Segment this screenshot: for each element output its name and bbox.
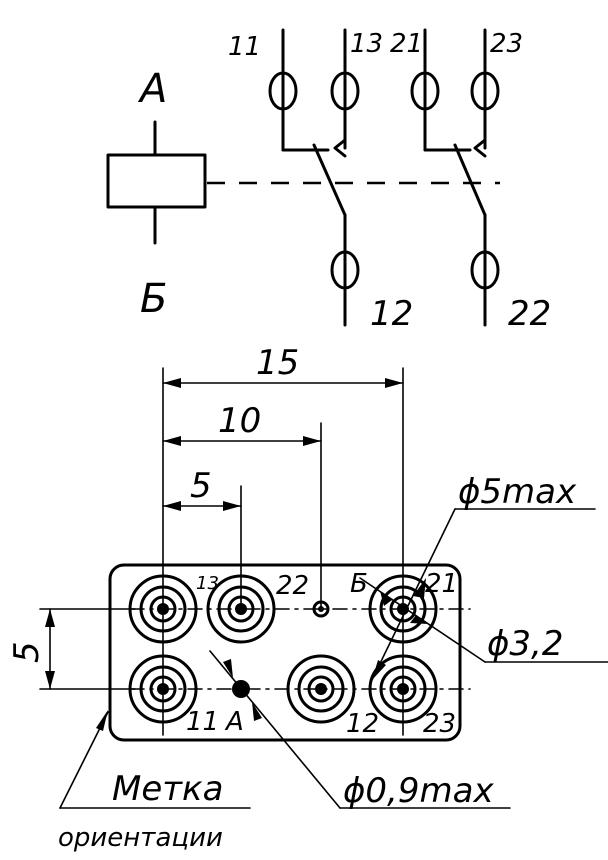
dimension-5-vertical: 5 [7,641,47,663]
pin-23 [368,654,438,724]
pin-label-13: 13 [196,573,219,594]
pin-13 [128,574,198,644]
callouts: ϕ5max ϕ3,2 ϕ0,9max Метка ориентации [58,472,608,853]
callout-d09max: ϕ0,9max [343,771,494,811]
coil-symbol: А Б [106,66,207,322]
pin-label-b: Б [350,569,368,599]
orientation-mark-label-2: ориентации [58,823,223,853]
relay-base: 13 22 Б 21 11 А 12 23 [108,563,462,742]
pin-label-12: 12 [346,709,379,739]
dimension-15: 15 [256,343,299,383]
pin-12 [286,654,356,724]
coil-terminal-a: А [137,66,167,112]
pin-label-11: 11 [186,707,219,737]
contact-group-2: 21 23 22 [390,28,551,334]
contact-group-1: 11 13 12 [228,28,413,334]
pin-21 [368,574,438,644]
callout-d5max: ϕ5max [458,472,577,512]
pin-b [312,600,330,618]
contact-label-11: 11 [228,32,261,62]
pin-11 [128,654,198,724]
pin-label-22: 22 [276,571,309,601]
pin-label-a: А [224,707,244,737]
pin-label-23: 23 [423,709,456,739]
dimension-10: 10 [218,401,261,441]
coil-terminal-b: Б [140,276,167,322]
orientation-mark-label-1: Метка [112,769,223,809]
contact-label-13: 13 [350,29,383,59]
contact-label-21: 21 [390,29,423,59]
pin-label-21: 21 [425,569,458,599]
callout-d32: ϕ3,2 [487,624,564,664]
contact-label-12: 12 [370,294,413,334]
pin-22 [206,574,276,644]
dimension-5-horizontal: 5 [190,466,212,506]
contact-label-23: 23 [490,29,523,59]
contact-label-22: 22 [508,294,551,334]
schematic: А Б 11 13 12 [106,28,551,334]
dimension-lines: 15 10 5 5 [7,343,471,736]
